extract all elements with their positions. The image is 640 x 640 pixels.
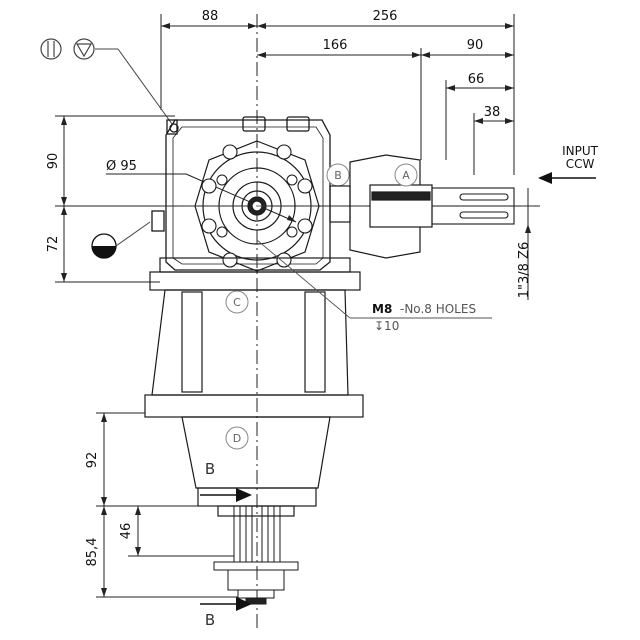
holes-spec-label: -No.8 HOLES: [400, 302, 476, 316]
dimension-lower-46: 46: [119, 523, 134, 540]
marker-c-circle: [225, 290, 249, 314]
marker-a-circle: [394, 163, 418, 187]
left-dimensions: [55, 115, 540, 283]
section-lower-label: B: [205, 611, 215, 629]
section-upper-arrow: [236, 488, 252, 502]
input-direction-label: CCW: [566, 157, 595, 171]
marker-d-circle: [225, 426, 249, 450]
holes-depth-label: ↧10: [374, 319, 399, 333]
marker-a-label: A: [402, 169, 410, 182]
dimension-left-90: 90: [46, 153, 61, 170]
dimension-lower-85-4: 85,4: [85, 538, 100, 567]
oil-level-icon: [91, 233, 117, 259]
input-spline-shaft: [431, 187, 515, 225]
bore-arrow: [287, 215, 296, 222]
flange-inner-holes: [216, 174, 298, 238]
top-dimension-arrows: [161, 23, 514, 124]
section-lower-arrow: [236, 597, 252, 611]
flange-bolt-holes: [201, 144, 313, 268]
top-dimensions: [160, 14, 515, 630]
dimension-lower-92: 92: [85, 452, 100, 469]
dimension-left-72: 72: [46, 236, 61, 253]
dimension-88: 88: [202, 9, 219, 24]
holes-leader-line: [256, 239, 351, 319]
marker-d-label: D: [233, 432, 241, 445]
lower-dimensions: [96, 412, 238, 598]
oil-leader-line: [115, 221, 151, 247]
cone-triangle-symbol-icon: [73, 38, 95, 60]
parallel-lines-symbol-icon: [40, 38, 62, 60]
marker-b-label: B: [334, 169, 342, 182]
gearbox-housing: [151, 116, 331, 271]
spline-dim-arrow: [525, 224, 531, 233]
dimension-256: 256: [373, 9, 398, 24]
output-spline-shaft: [213, 505, 299, 605]
holes-thread-label: M8: [372, 302, 392, 316]
spline-size-label: 1"3/8 Z6: [517, 242, 532, 298]
input-label: INPUT: [562, 144, 599, 158]
dimension-38: 38: [484, 105, 501, 120]
input-shaft-housing: [329, 154, 433, 259]
gearbox-base: [144, 257, 364, 418]
bore-diameter-label: Ø 95: [106, 159, 137, 174]
section-upper-label: B: [205, 460, 215, 478]
dimension-66: 66: [468, 72, 485, 87]
dimension-166: 166: [323, 38, 348, 53]
marker-c-label: C: [233, 296, 241, 309]
left-dimension-arrows: [61, 116, 67, 282]
dimension-90: 90: [467, 38, 484, 53]
breather-leader-line: [117, 48, 173, 125]
input-arrow-icon: [538, 172, 552, 184]
lower-dimension-arrows: [101, 413, 141, 597]
